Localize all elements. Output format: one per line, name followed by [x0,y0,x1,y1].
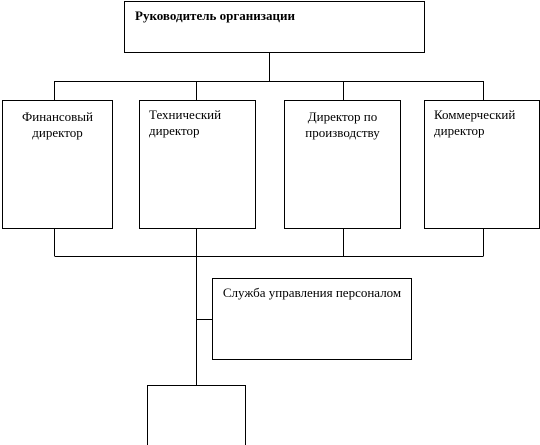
director-box-commercial: Коммерческий директор [424,100,540,229]
director-box-production: Директор по производству [284,100,401,229]
bottom-unit-box [147,385,246,445]
hr-service-label: Служба управления персоналом [222,285,402,300]
director-label-production: Директор по производству [305,109,380,140]
director-label-finance: Финансовый директор [21,109,93,140]
director-label-technical: Технический директор [149,107,222,138]
head-label: Руководитель организации [135,8,295,23]
director-box-technical: Технический директор [139,100,256,229]
director-box-finance: Финансовый директор [2,100,113,229]
connector-lines [54,53,484,385]
head-box: Руководитель организации [124,1,425,53]
director-label-commercial: Коммерческий директор [434,107,516,138]
hr-service-box: Служба управления персоналом [212,278,412,360]
